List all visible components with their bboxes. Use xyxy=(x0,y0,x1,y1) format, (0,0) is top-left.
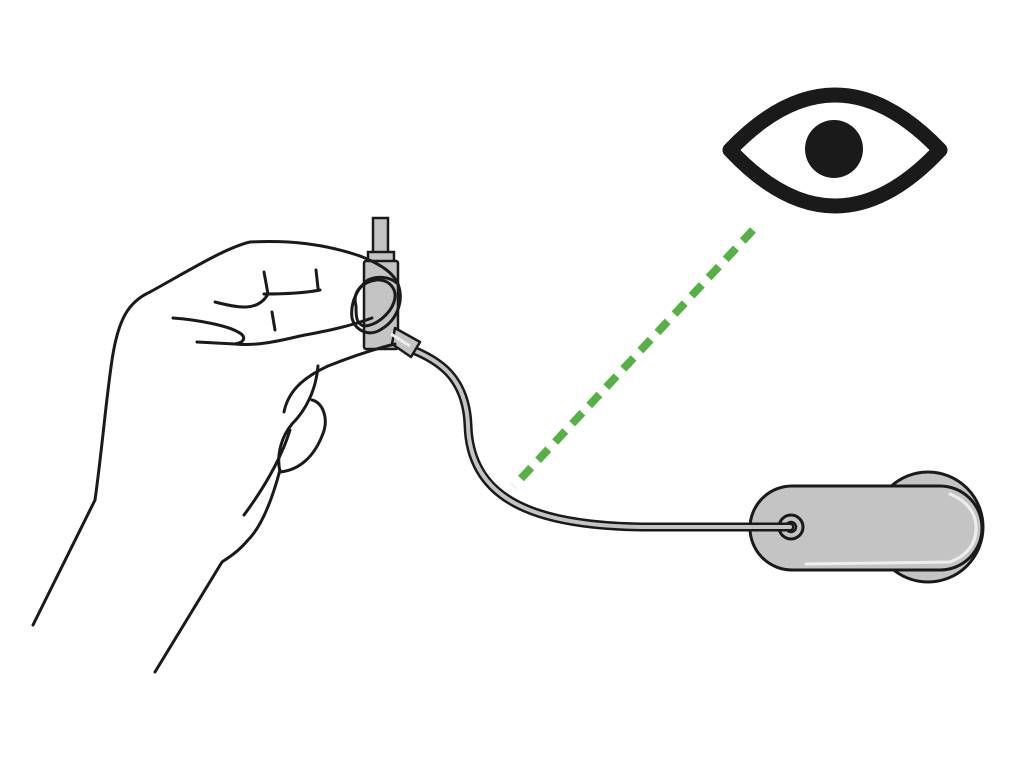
eye-pupil xyxy=(805,120,863,178)
hand-back-outline xyxy=(31,240,362,627)
connector-highlight xyxy=(390,332,411,348)
infusion-pump-icon xyxy=(748,470,985,584)
palm-lower-outline xyxy=(282,342,397,414)
palm-edge-outline xyxy=(242,428,292,517)
finger-crease-2 xyxy=(213,270,270,309)
thumbnail xyxy=(353,278,397,328)
tubing-inner xyxy=(406,346,792,529)
finger-crease-5 xyxy=(270,310,277,332)
dashed-sightline xyxy=(511,227,756,489)
index-finger-underside xyxy=(195,316,374,346)
hand-icon xyxy=(31,240,402,674)
connector-needle xyxy=(371,216,390,256)
thumb-outline xyxy=(350,275,402,335)
infusion-tubing-icon xyxy=(403,343,795,532)
finger-crease-4 xyxy=(314,268,320,290)
pump-highlight xyxy=(804,492,978,566)
finger-crease-1 xyxy=(171,316,246,346)
tube-connector-icon xyxy=(362,216,422,359)
wrist-front-outline xyxy=(153,468,282,674)
finger-crease-3 xyxy=(262,288,322,296)
eye-icon xyxy=(722,87,948,214)
tubing-outer xyxy=(403,343,795,532)
